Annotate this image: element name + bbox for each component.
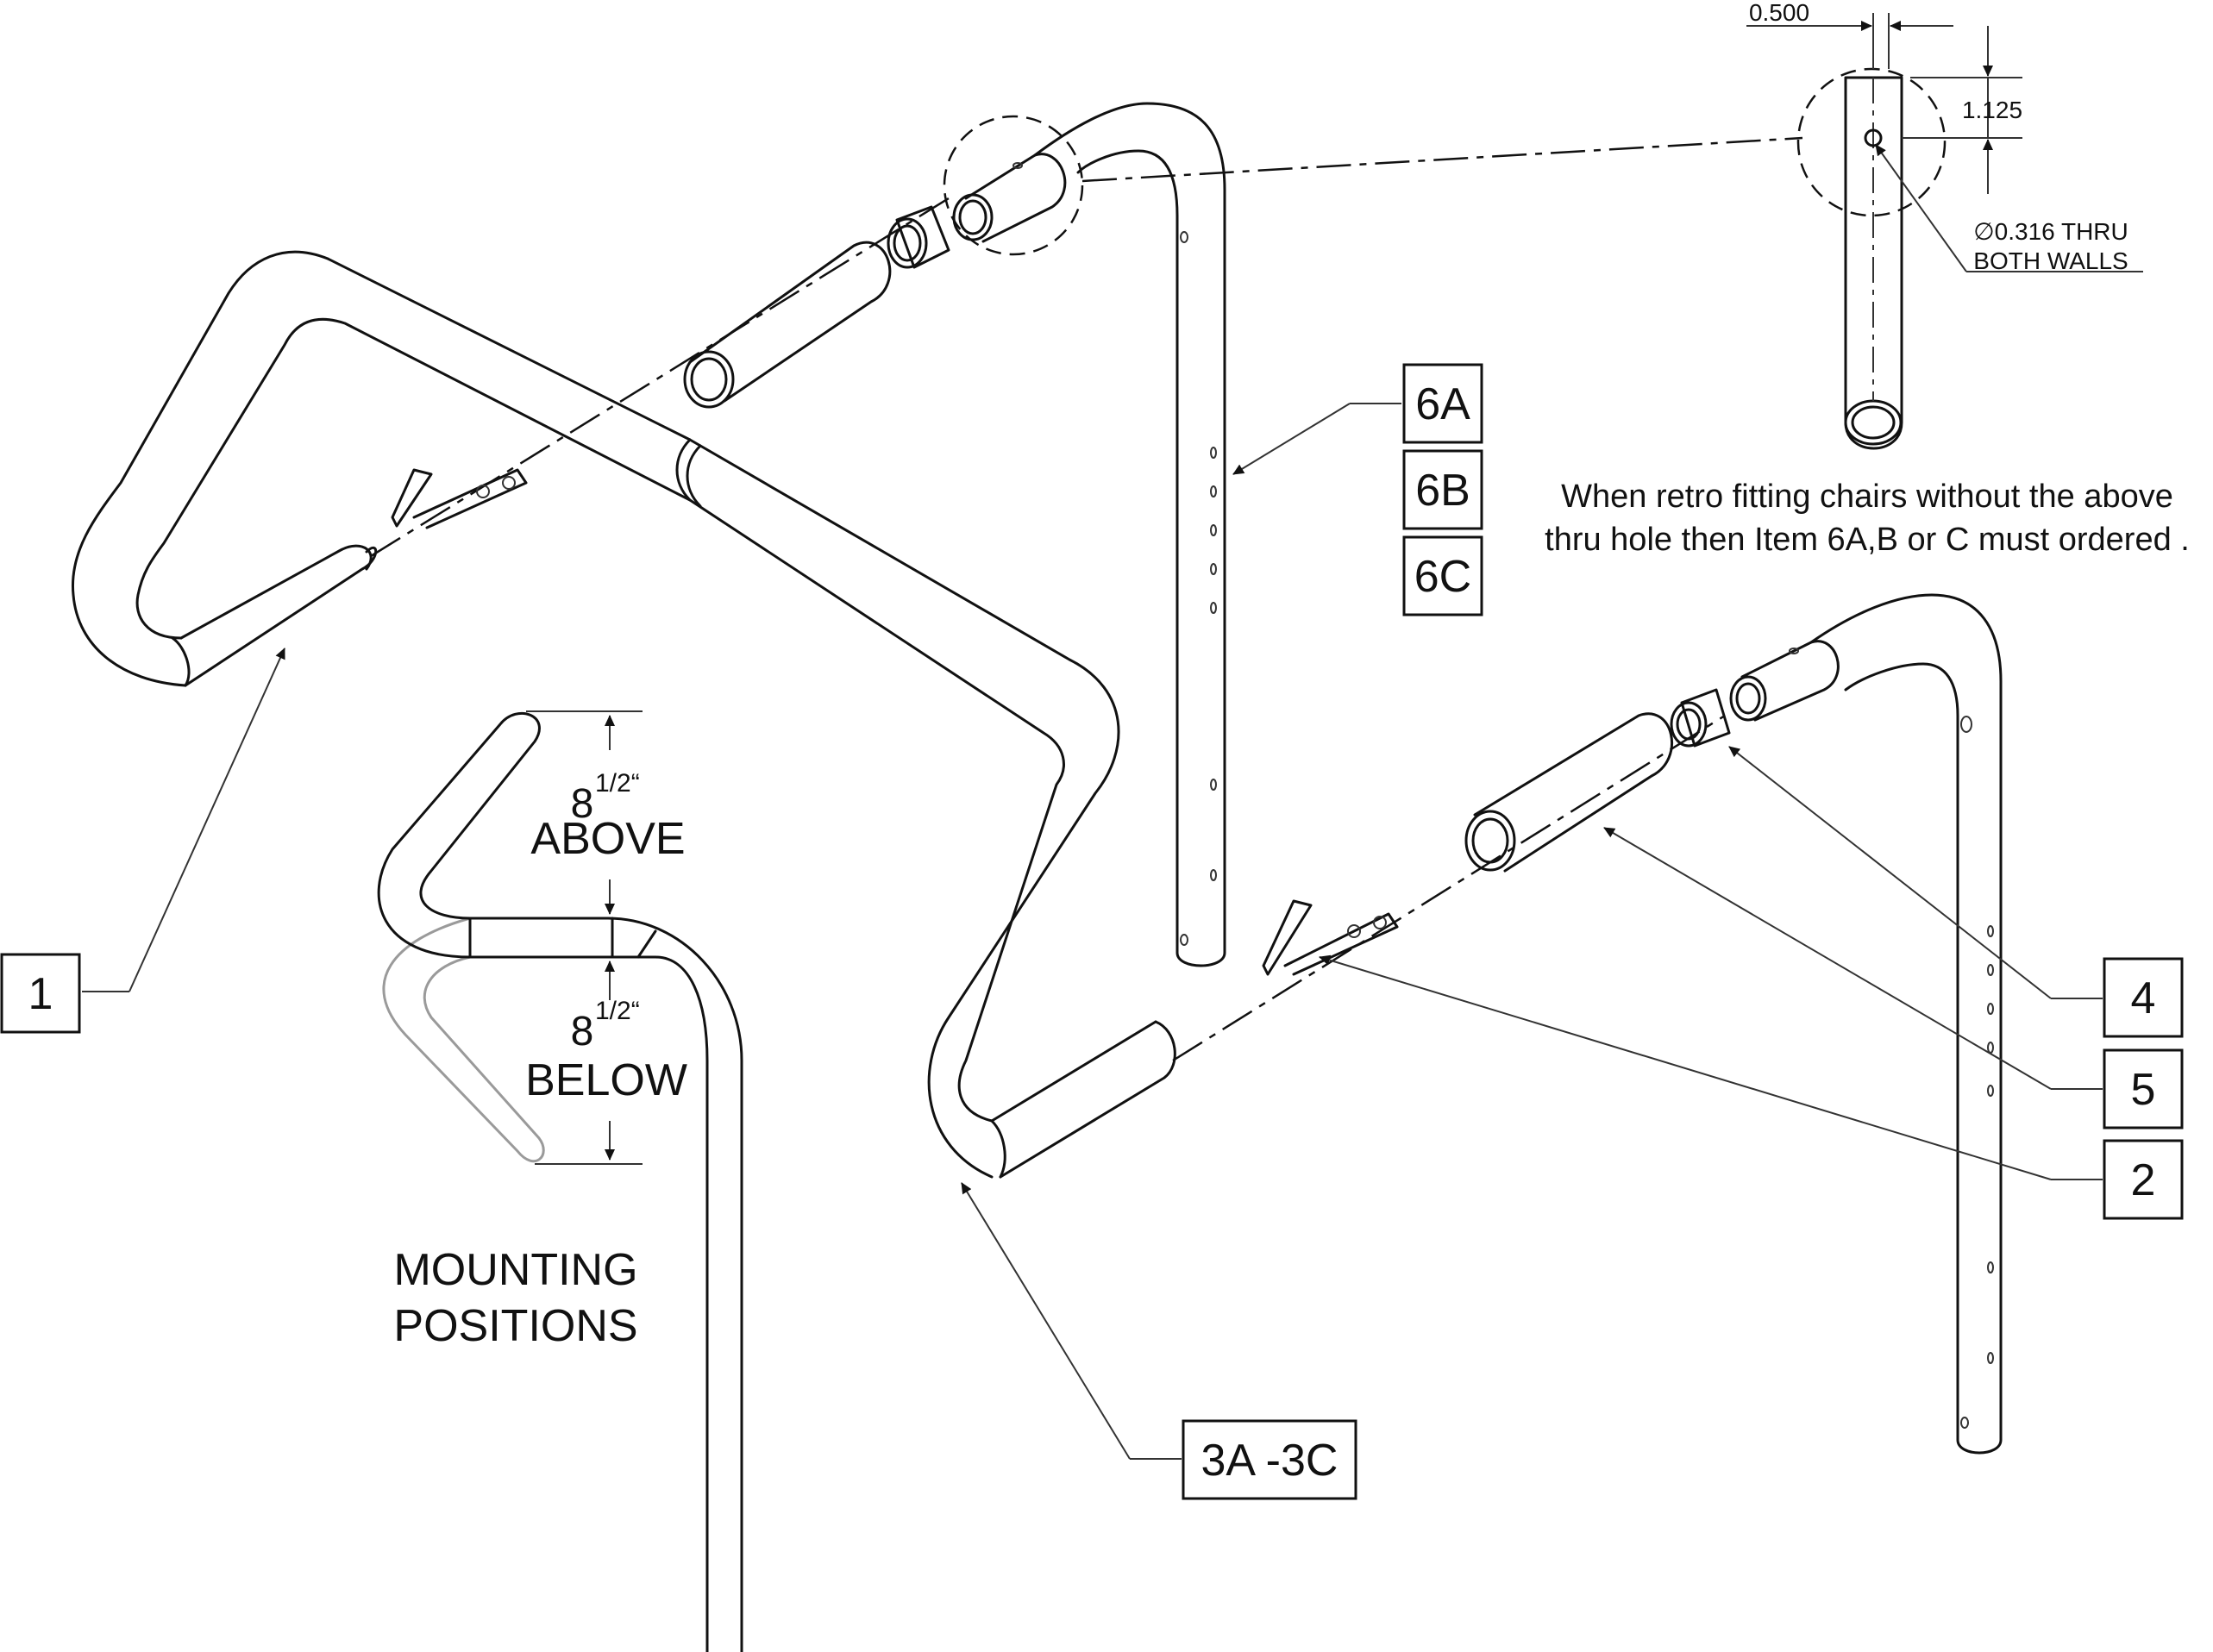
mounting-positions-sketch [377,710,743,1652]
dimension-width: 0.500 [1749,0,1809,26]
callout-item-6c-label: 6C [1414,552,1471,602]
below-label: BELOW [525,1055,687,1105]
retrofit-note-line2: thru hole then Item 6A,B or C must order… [1545,522,2190,558]
callout-item-6b-label: 6B [1415,466,1470,516]
callout-item-1-label: 1 [28,969,53,1019]
callout-item-1: 1 [0,953,81,1034]
dimension-height: 1.125 [1962,97,2022,123]
above-distance-number: 8 [571,781,594,827]
callout-item-4-label: 4 [2131,973,2156,1023]
callout-item-5: 5 [2103,1048,2184,1129]
below-distance-number: 8 [571,1009,594,1054]
callout-item-2: 2 [2103,1139,2184,1220]
callout-item-6b: 6B [1402,449,1483,530]
callout-item-3: 3A -3C [1182,1419,1357,1500]
main-bent-bar [71,250,1176,1179]
callout-item-4: 4 [2103,957,2184,1038]
callout-leaders [82,403,2103,1460]
hole-note-line2: BOTH WALLS [1973,247,2128,274]
upper-vertical-post [1033,102,1226,967]
below-distance-fraction: 1/2“ [595,997,640,1025]
retrofit-note-line1: When retro fitting chairs without the ab… [1561,479,2173,515]
callout-item-6c: 6C [1402,535,1483,616]
lower-exploded-parts [1172,593,2003,1455]
callout-item-3-label: 3A -3C [1201,1436,1338,1486]
detail-drilled-tube [1746,13,2143,450]
callout-item-6a-label: 6A [1415,379,1470,429]
mounting-title-line2: POSITIONS [393,1301,637,1351]
above-distance-fraction: 1/2“ [595,769,640,798]
callout-item-6a: 6A [1402,363,1483,444]
mounting-title-line1: MOUNTING [393,1245,637,1295]
upper-exploded-parts [370,115,1803,558]
callout-item-2-label: 2 [2131,1155,2156,1205]
hole-note-line1: ∅0.316 THRU [1973,218,2128,245]
above-label: ABOVE [530,814,685,864]
callout-item-5-label: 5 [2131,1065,2156,1115]
